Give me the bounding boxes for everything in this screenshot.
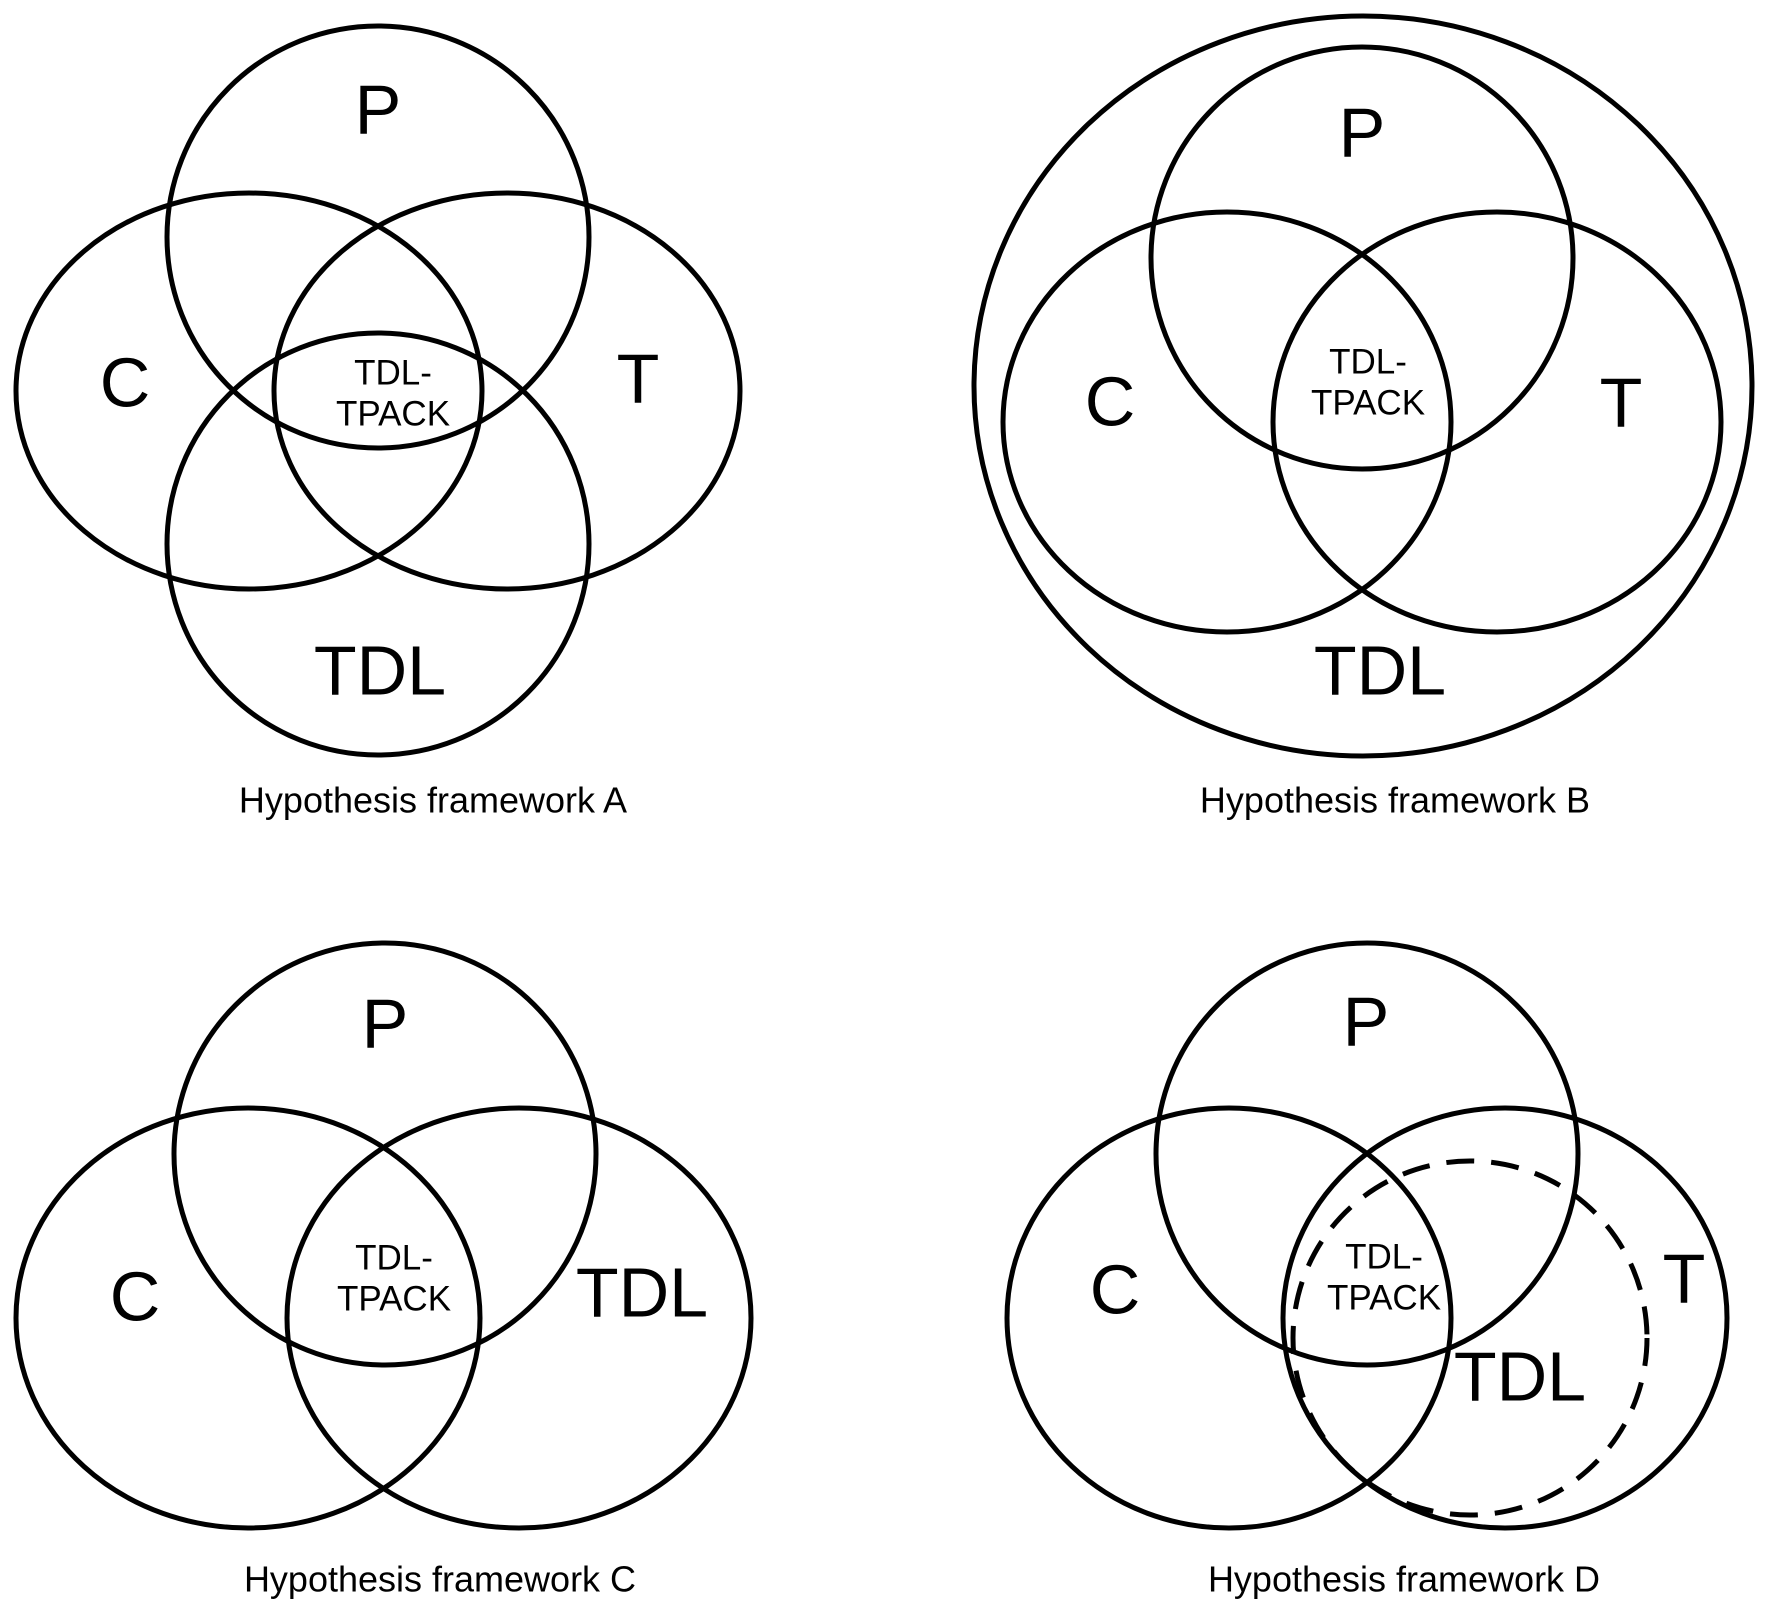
label-center-line2: TPACK	[1327, 1278, 1441, 1317]
panel-framework-a: P C T TDL TDL- TPACK Hypothesis framewor…	[13, 23, 743, 821]
circle-p	[1153, 940, 1581, 1368]
label-center-line1: TDL-	[355, 1238, 433, 1277]
label-p: P	[1343, 982, 1390, 1060]
circle-tdl	[284, 1105, 754, 1531]
panel-framework-d: P C T TDL TDL- TPACK Hypothesis framewor…	[1004, 940, 1730, 1600]
panel-framework-b: P C T TDL TDL- TPACK Hypothesis framewor…	[971, 13, 1755, 821]
circle-c	[13, 190, 485, 592]
circle-t	[271, 190, 743, 592]
circle-t	[1270, 209, 1724, 635]
dashed-circle-tdl	[1290, 1158, 1650, 1518]
circle-t	[1280, 1105, 1730, 1531]
label-tdl: TDL	[576, 1253, 708, 1331]
label-tdl: TDL	[1454, 1337, 1586, 1415]
circle-c	[1004, 1105, 1454, 1531]
label-center-line1: TDL-	[1329, 342, 1407, 381]
circle-c	[1000, 209, 1454, 635]
label-t: T	[1600, 363, 1643, 441]
caption-framework-b: Hypothesis framework B	[1200, 780, 1590, 821]
panel-framework-c: P C TDL TDL- TPACK Hypothesis framework …	[13, 940, 754, 1600]
circle-p	[164, 23, 592, 451]
label-t: T	[1663, 1239, 1706, 1317]
label-c: C	[1085, 362, 1136, 440]
circle-p	[1148, 44, 1576, 472]
label-p: P	[362, 984, 409, 1062]
label-p: P	[355, 70, 402, 148]
label-center-line1: TDL-	[354, 353, 432, 392]
label-c: C	[100, 343, 151, 421]
label-tdl: TDL	[1314, 631, 1446, 709]
label-tdl: TDL	[314, 631, 446, 709]
caption-framework-d: Hypothesis framework D	[1208, 1559, 1600, 1600]
caption-framework-a: Hypothesis framework A	[239, 780, 627, 821]
label-t: T	[617, 339, 660, 417]
label-center-line2: TPACK	[1311, 383, 1425, 422]
label-c: C	[110, 1257, 161, 1335]
label-center-line2: TPACK	[337, 1279, 451, 1318]
circle-p	[171, 940, 599, 1368]
label-c: C	[1090, 1250, 1141, 1328]
circle-tdl	[164, 330, 592, 758]
label-center-line1: TDL-	[1345, 1237, 1423, 1276]
label-p: P	[1339, 93, 1386, 171]
circle-c	[13, 1105, 483, 1531]
outer-circle-tdl	[971, 13, 1755, 759]
caption-framework-c: Hypothesis framework C	[244, 1559, 636, 1600]
label-center-line2: TPACK	[336, 394, 450, 433]
